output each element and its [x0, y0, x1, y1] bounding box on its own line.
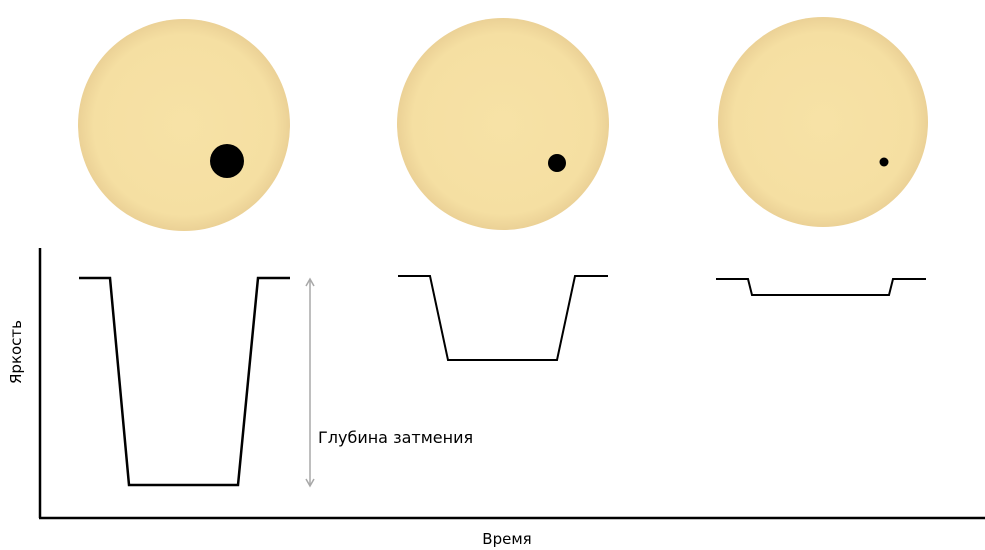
deep-transit-curve [79, 278, 290, 485]
eclipse-depth-marker [306, 279, 314, 486]
star-disk [78, 19, 290, 231]
planet-small [880, 158, 889, 167]
star-small-planet [718, 17, 928, 227]
planet-medium [548, 154, 566, 172]
star-large-planet [78, 19, 290, 231]
y-axis-label: Яркость [7, 320, 25, 384]
medium-transit-curve [398, 276, 608, 360]
shallow-transit-curve [716, 279, 926, 295]
planet-large [210, 144, 244, 178]
star-disk [718, 17, 928, 227]
x-axis-label: Время [482, 530, 531, 548]
star-disk [397, 18, 609, 230]
eclipse-depth-label: Глубина затмения [318, 428, 473, 447]
star-medium-planet [397, 18, 609, 230]
